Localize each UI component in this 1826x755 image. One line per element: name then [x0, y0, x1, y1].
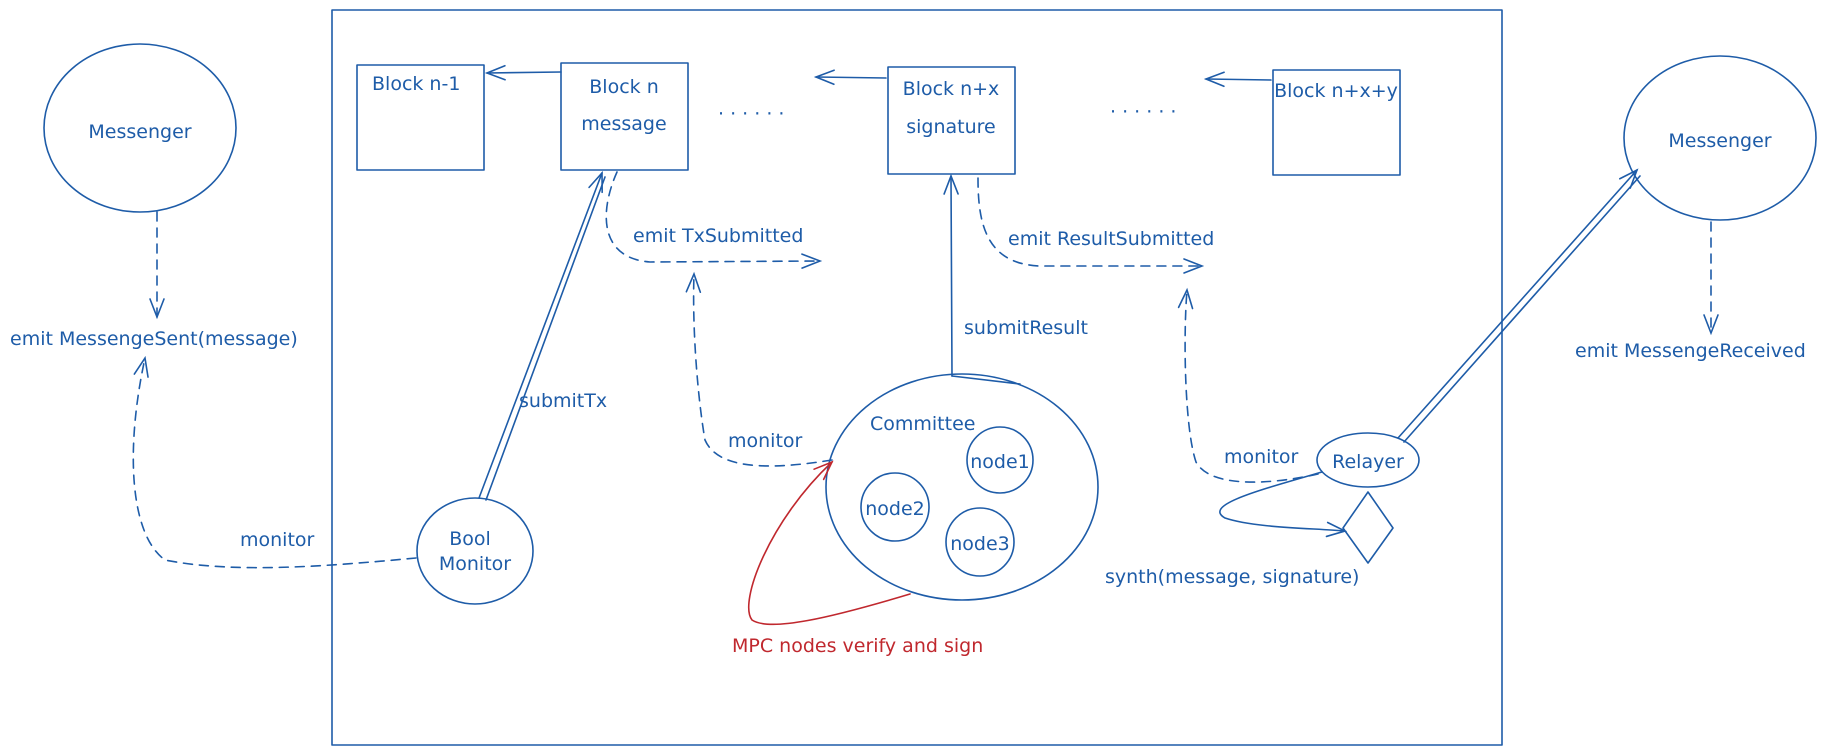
- mpc-loop-arrow: [747, 460, 911, 626]
- submit-result-arrow: [943, 173, 959, 377]
- submit-tx-arrow-double: [485, 176, 606, 501]
- result-submitted-label: emit ResultSubmitted: [1008, 228, 1214, 250]
- synth-diamond: [1342, 491, 1394, 564]
- relayer-circle: [1316, 432, 1420, 488]
- block-n-title: Block n: [589, 76, 658, 98]
- bool-monitor-monitor-arrow: [132, 355, 417, 569]
- bool-monitor-line1: Bool: [449, 528, 491, 550]
- submit-result-hook: [951, 375, 1021, 385]
- block-n-x-content: signature: [906, 116, 996, 138]
- committee-node1-label: node1: [970, 451, 1030, 473]
- committee-node2-label: node2: [865, 498, 925, 520]
- messenger-left-label: Messenger: [88, 121, 191, 143]
- ellipsis-2: · · · · · ·: [1110, 101, 1176, 123]
- submit-result-label: submitResult: [964, 317, 1088, 339]
- tx-submitted-label: emit TxSubmitted: [633, 225, 803, 247]
- chain-frame: [331, 9, 1503, 746]
- block-n-1: [356, 64, 485, 171]
- committee-node2: [860, 472, 930, 542]
- committee-node3: [945, 507, 1015, 577]
- messenger-right-circle: [1623, 55, 1817, 221]
- committee-monitor-arrow: [685, 271, 833, 467]
- block-n-x-y: [1272, 69, 1401, 176]
- committee-node1: [966, 426, 1034, 494]
- relayer-to-messenger-arrow: [1397, 168, 1639, 439]
- tx-submitted-arrow: [605, 171, 823, 269]
- relayer-monitor-arrow: [1177, 287, 1319, 483]
- block-n-content: message: [581, 113, 666, 135]
- block-n-x-y-label: Block n+x+y: [1274, 80, 1398, 102]
- ellipsis-1: · · · · · ·: [718, 103, 784, 125]
- synth-loop-arrow: [1219, 471, 1348, 538]
- messenger-left-event: emit MessengeSent(message): [10, 328, 298, 350]
- mpc-label: MPC nodes verify and sign: [732, 635, 983, 657]
- bool-monitor-circle: [416, 497, 534, 605]
- committee-circle: [825, 373, 1099, 601]
- relayer-to-messenger-double: [1403, 175, 1641, 443]
- block-n-1-label: Block n-1: [372, 73, 460, 95]
- submit-tx-label: submitTx: [519, 390, 607, 412]
- messenger-right-event: emit MessengeReceived: [1575, 340, 1806, 362]
- link-block-n-x-y-to-ellipsis: [1203, 71, 1272, 88]
- bool-monitor-monitor-label: monitor: [240, 529, 315, 551]
- bool-monitor-line2: Monitor: [439, 553, 511, 575]
- synth-label: synth(message, signature): [1105, 566, 1359, 588]
- relayer-monitor-label: monitor: [1224, 446, 1299, 468]
- committee-node3-label: node3: [950, 533, 1010, 555]
- submit-tx-arrow: [478, 170, 603, 499]
- messenger-right-label: Messenger: [1668, 130, 1771, 152]
- relayer-label: Relayer: [1332, 451, 1404, 473]
- committee-label: Committee: [870, 413, 975, 435]
- block-n-x-title: Block n+x: [903, 78, 1000, 100]
- committee-monitor-label: monitor: [728, 430, 803, 452]
- messenger-left-circle: [43, 43, 237, 213]
- block-n: [560, 62, 689, 171]
- link-block-n-to-prev: [484, 64, 562, 81]
- result-submitted-arrow: [977, 177, 1205, 274]
- link-block-n-x-to-ellipsis: [813, 69, 887, 86]
